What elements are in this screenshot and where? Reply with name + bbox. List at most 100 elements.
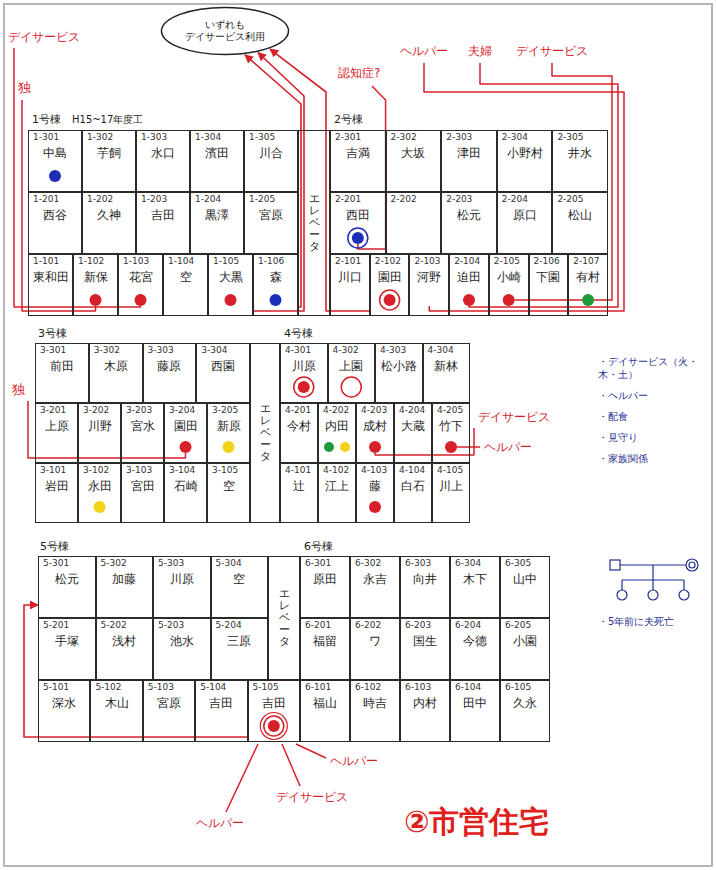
apartment-unit: 2-202 [386,192,442,254]
tree-child [679,590,689,600]
resident-name: 松元 [457,208,481,222]
unit-number: 6-302 [351,557,381,568]
leader-line [28,401,186,458]
resident-name: 芋飼 [97,146,121,160]
resident-name: 今村 [287,419,311,433]
unit-number: 1-205 [245,193,275,204]
apartment-unit: 4-302上園 [328,343,376,403]
resident-name: 田中 [463,696,487,710]
resident-name: 久永 [513,696,537,710]
apartment-unit: 5-103宮原 [143,680,195,742]
apartment-unit: 3-301前田 [35,343,89,403]
unit-number: 3-101 [36,464,66,475]
apartment-unit: 4-103藤 [356,463,394,523]
red-ring [380,290,400,310]
care-annotation: デイサービス [276,790,348,804]
unit-number: 2-304 [498,131,528,142]
tree-child [617,590,627,600]
unit-number: 2-301 [331,131,361,142]
resident-name: 江上 [325,479,349,493]
apartment-unit: 4-201今村 [280,403,318,463]
notes-column: ・デイサービス（火・木・土）・ヘルパー・配食・見守り・家族関係 [598,355,706,473]
caption: ②市営住宅 [404,804,549,840]
apartment-unit: 5-201手塚 [38,618,96,680]
unit-number: 5-101 [39,681,69,692]
resident-name: 松元 [55,572,79,586]
apartment-unit: 6-103内村 [400,680,450,742]
oval-outline [162,8,289,55]
resident-name: 藤原 [157,359,181,373]
apartment-unit: 3-303藤原 [143,343,197,403]
apartment-unit: 5-202浅村 [96,618,154,680]
apartment-unit: 2-302大坂 [386,130,442,192]
unit-number: 6-101 [301,681,331,692]
resident-name: 三原 [227,634,251,648]
side-note: ・配食 [598,410,706,423]
resident-name: 吉田 [262,696,286,710]
unit-number: 3-202 [79,404,109,415]
apartment-unit: 3-202川野 [78,403,121,463]
yellow-dot [94,501,106,513]
resident-name: 石崎 [174,479,198,493]
resident-name: 竹下 [439,419,463,433]
red-dot [180,441,192,453]
apartment-unit: 4-304新林 [423,343,471,403]
apartment-unit: 2-106下園 [529,254,569,316]
resident-name: 空 [223,479,235,493]
unit-number: 2-103 [410,255,440,266]
building-label: 5号棟 [40,540,69,553]
resident-name: 原口 [513,208,537,222]
resident-name: 花宮 [129,270,153,284]
side-note: ・5年前に夫死亡 [598,615,706,628]
blue-dot [352,232,364,244]
red-dot [298,381,310,393]
unit-number: 5-301 [39,557,69,568]
apartment-unit: 1-105大黒 [208,254,253,316]
unit-number: 4-103 [357,464,387,475]
red-dot [135,294,147,306]
resident-name: 河野 [417,270,441,284]
apartment-unit: 6-304木下 [450,556,500,618]
resident-name: 迫田 [457,270,481,284]
apartment-unit: 4-303松小路 [375,343,423,403]
unit-number: 3-204 [165,404,195,415]
care-annotation: ヘルパー [196,816,244,830]
resident-name: 久神 [97,208,121,222]
tree-line [652,580,653,590]
red-dot [90,294,102,306]
building-label: 4号棟 [284,327,313,340]
apartment-unit: 5-204三原 [211,618,269,680]
unit-number: 3-103 [122,464,152,475]
annotation-oval: いずれも デイサービス利用 [160,6,290,56]
apartment-unit: 6-302永吉 [350,556,400,618]
leader-lines [14,48,624,812]
apartment-unit: 1-201西谷 [28,192,82,254]
resident-name: 新林 [434,359,458,373]
resident-name: 西田 [346,208,370,222]
apartment-unit: 5-101深水 [38,680,90,742]
resident-name: 加藤 [112,572,136,586]
blue-dot [49,170,61,182]
apartment-unit: 2-301吉満 [330,130,386,192]
resident-name: 西園 [211,359,235,373]
apartment-unit: 3-104石崎 [164,463,207,523]
tree-line [652,565,653,580]
apartment-unit: 4-205竹下 [432,403,470,463]
red-dot [268,720,280,732]
resident-name: 有村 [576,270,600,284]
family-tree [610,559,698,600]
unit-number: 6-103 [401,681,431,692]
yellow-dot [340,442,350,452]
resident-name: 福留 [313,634,337,648]
apartment-unit: 4-104白石 [394,463,432,523]
apartment-unit: 1-102新保 [73,254,118,316]
unit-number: 6-105 [501,681,531,692]
unit-number: 5-102 [91,681,121,692]
apartment-unit: 5-104吉田 [195,680,247,742]
apartment-unit: 5-102木山 [90,680,142,742]
resident-name: 木原 [104,359,128,373]
apartment-unit: 3-204園田 [164,403,207,463]
build-year: H15~17年度工 [72,114,143,126]
apartment-unit: 6-203国生 [400,618,450,680]
unit-number: 5-201 [39,619,69,630]
